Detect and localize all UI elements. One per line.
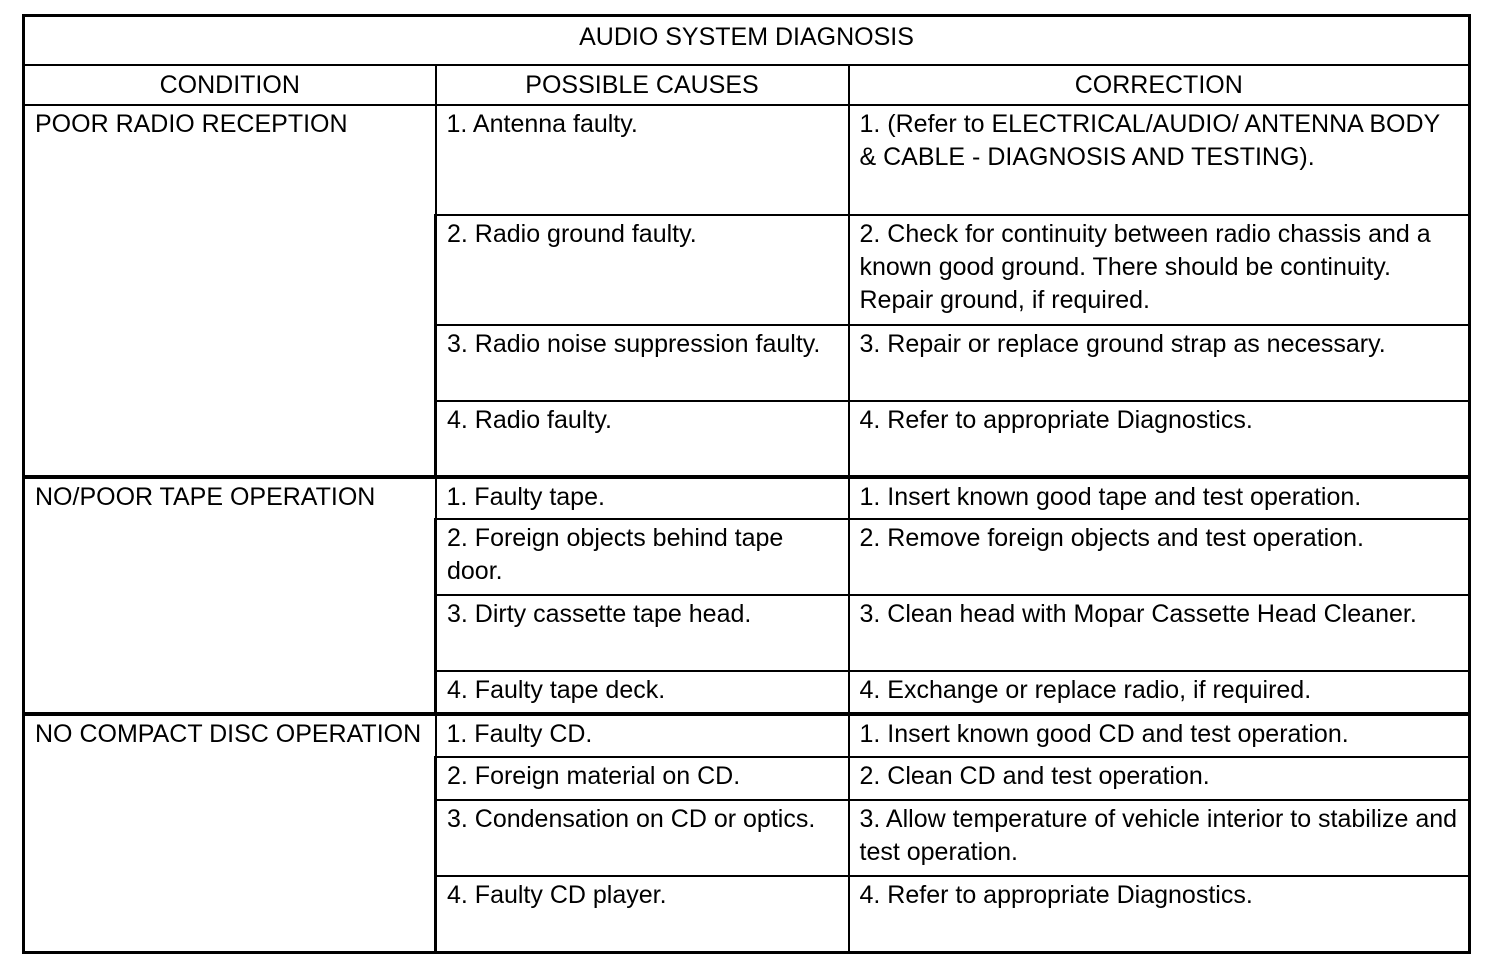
cause-cell: 1. Faulty tape.: [434, 475, 850, 520]
correction-cell: 2. Remove foreign objects and test opera…: [847, 518, 1471, 596]
header-correction: CORRECTION: [847, 64, 1471, 106]
cause-cell: 4. Radio faulty.: [434, 400, 850, 478]
correction-cell: 4. Exchange or replace radio, if require…: [847, 670, 1471, 715]
correction-cell: 1. Insert known good CD and test operati…: [847, 712, 1471, 758]
audio-diagnosis-table: AUDIO SYSTEM DIAGNOSIS CONDITION POSSIBL…: [22, 14, 1471, 954]
condition-cell: NO/POOR TAPE OPERATION: [22, 475, 437, 715]
cause-cell: 2. Radio ground faulty.: [434, 214, 850, 326]
cause-cell: 2. Foreign material on CD.: [434, 756, 850, 801]
cause-cell: 3. Dirty cassette tape head.: [434, 594, 850, 672]
correction-cell: 3. Allow temperature of vehicle interior…: [847, 799, 1471, 877]
correction-cell: 4. Refer to appropriate Diagnostics.: [847, 875, 1471, 954]
condition-cell: POOR RADIO RECEPTION: [22, 104, 437, 478]
header-condition: CONDITION: [22, 64, 437, 106]
cause-cell: 4. Faulty tape deck.: [434, 670, 850, 715]
cause-cell: 1. Faulty CD.: [434, 712, 850, 758]
correction-cell: 3. Clean head with Mopar Cassette Head C…: [847, 594, 1471, 672]
correction-cell: 2. Clean CD and test operation.: [847, 756, 1471, 801]
cause-cell: 4. Faulty CD player.: [434, 875, 850, 954]
correction-cell: 1. (Refer to ELECTRICAL/AUDIO/ ANTENNA B…: [847, 104, 1471, 216]
correction-cell: 4. Refer to appropriate Diagnostics.: [847, 400, 1471, 478]
table-title: AUDIO SYSTEM DIAGNOSIS: [22, 14, 1471, 66]
cause-cell: 3. Radio noise suppression faulty.: [434, 324, 850, 402]
correction-cell: 1. Insert known good tape and test opera…: [847, 475, 1471, 520]
cause-cell: 3. Condensation on CD or optics.: [434, 799, 850, 877]
condition-cell: NO COMPACT DISC OPERATION: [22, 712, 437, 954]
header-possible-causes: POSSIBLE CAUSES: [434, 64, 850, 106]
correction-cell: 3. Repair or replace ground strap as nec…: [847, 324, 1471, 402]
cause-cell: 1. Antenna faulty.: [434, 104, 850, 216]
cause-cell: 2. Foreign objects behind tape door.: [434, 518, 850, 596]
correction-cell: 2. Check for continuity between radio ch…: [847, 214, 1471, 326]
